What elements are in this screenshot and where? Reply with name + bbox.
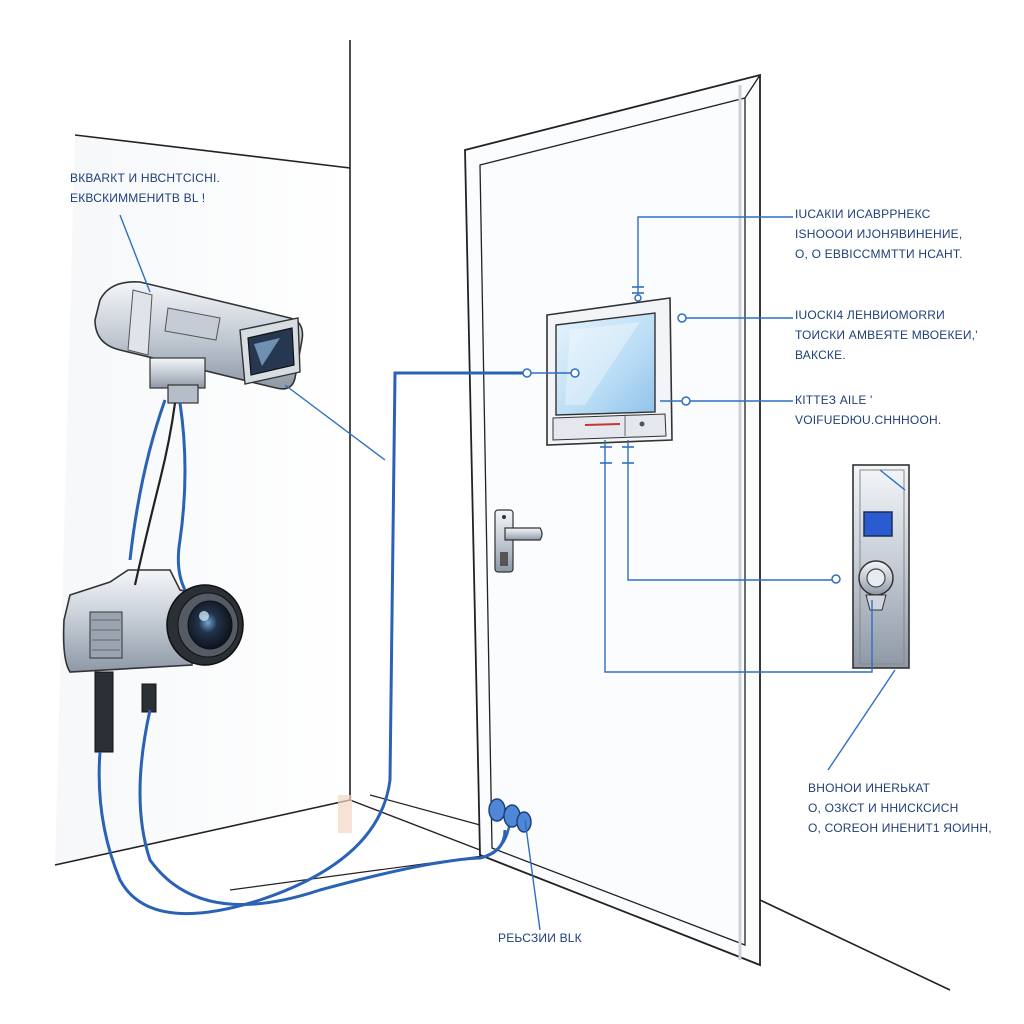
floor-callout-label: РЕЬСЗИИ ВLК [498,928,582,948]
camera-callout-line2: ЕКВСКИММЕНИТВ ВL ! [70,191,206,205]
monitor-top-callout-line1: IUСАКІИ ИСАВРРНЕКС [795,207,931,221]
keypad-callout-line1: ВНОНОИ ИНЕRЬКАТ [808,781,931,795]
cctv-camera-icon[interactable] [94,281,304,404]
monitor-mid-callout-line2: ТОИСКИ АМВЕЯТЕ МВОЕКЕИ,' [795,328,978,342]
monitor-top-callout-line2: ISНОООИ ИЈОНЯВИНЕНИЕ, [795,227,963,241]
cables [97,371,527,916]
access-keypad-icon[interactable] [852,464,910,669]
handle-icon[interactable] [494,509,543,573]
door [464,73,761,967]
callout-lines [119,214,906,931]
callout-ticks [600,286,644,464]
monitor-low-callout-line1: КІТТЕЗ АІLЕ ' [795,393,873,407]
keypad-callout-line2: О, ОЗКСТ И ННИСКСИСН [808,801,959,815]
camera-callout-line1: ВКВАRКТ И НВСНТСІСНІ. [70,171,221,185]
keypad-callout-line3: О, СОRЕОН ИНЕНИТ1 ЯОИНН, [808,821,992,835]
dslr-camera-icon[interactable] [62,569,244,753]
floor-callout-line1: РЕЬСЗИИ ВLК [498,931,582,945]
monitor-low-callout-label: КІТТЕЗ АІLЕ ' VОІFUЕDЮU.СНННООН. [795,390,941,430]
keypad-callout-label: ВНОНОИ ИНЕRЬКАТ О, ОЗКСТ И ННИСКСИСН О, … [808,778,992,838]
monitor-top-callout-label: IUСАКІИ ИСАВРРНЕКС ISНОООИ ИЈОНЯВИНЕНИЕ,… [795,204,963,264]
monitor-mid-callout-label: IUОСКІ4 ЛЕНВИОМОRRИ ТОИСКИ АМВЕЯТЕ МВОЕК… [795,305,978,365]
monitor-low-callout-line2: VОІFUЕDЮU.СНННООН. [795,413,942,427]
monitor-top-callout-line3: O, О ЕВВІСCMMТТИ НСАНТ. [795,247,963,261]
monitor-mid-callout-line1: IUОСКІ4 ЛЕНВИОМОRRИ [795,308,945,322]
callout-dots [522,294,841,584]
monitor-mid-callout-line3: ВАКСКЕ. [795,348,846,362]
connector-icon [488,798,532,833]
intercom-monitor-icon[interactable] [546,297,673,446]
camera-callout-label: ВКВАRКТ И НВСНТСІСНІ. ЕКВСКИММЕНИТВ ВL ! [70,168,220,208]
